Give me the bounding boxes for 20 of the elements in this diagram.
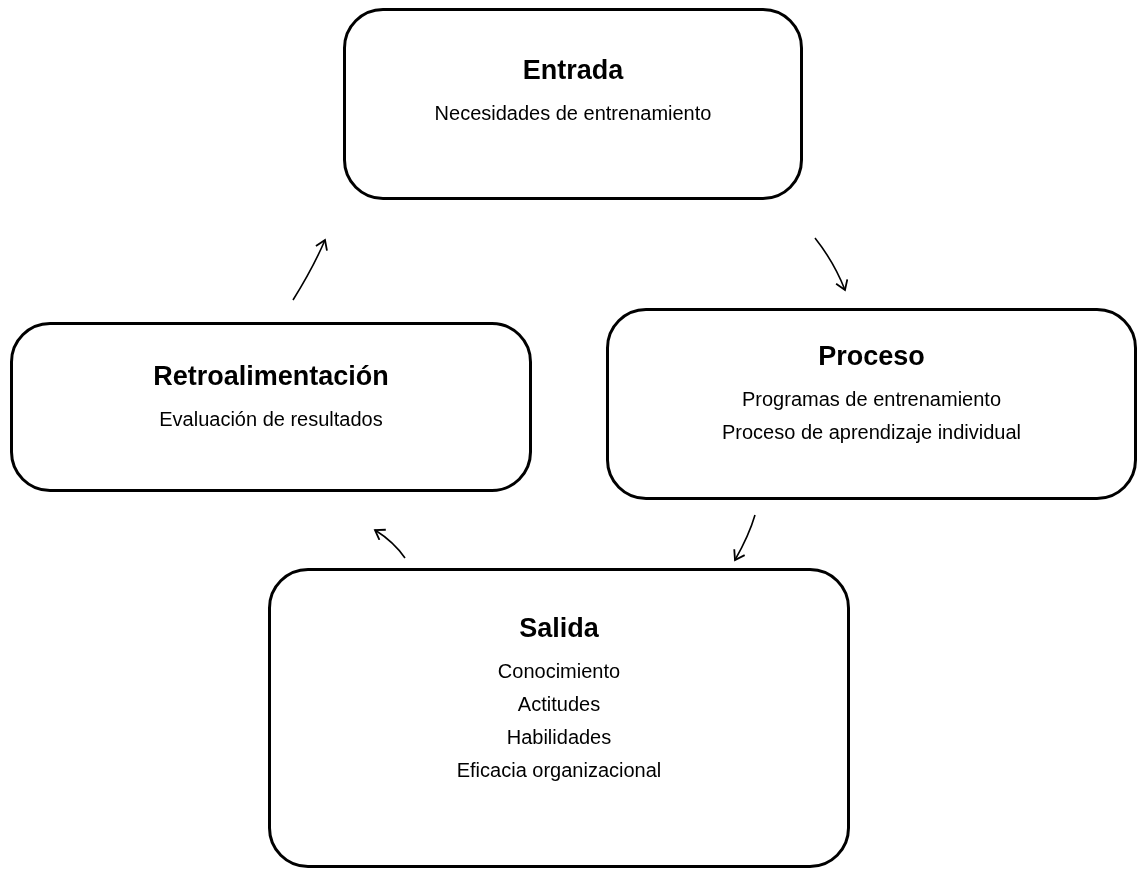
process-box (343, 8, 803, 200)
box-text: Conocimiento (497, 659, 621, 684)
process-box (268, 568, 850, 868)
box-text: Habilidades (506, 725, 612, 750)
box-title: Retroalimentación (153, 360, 389, 393)
arrow (374, 529, 406, 559)
arrow (814, 237, 849, 291)
box-text: Evaluación de resultados (159, 407, 383, 432)
box-title: Proceso (818, 340, 925, 373)
box-text: Necesidades de entrenamiento (434, 101, 712, 126)
box-title: Salida (519, 612, 599, 645)
arrow (733, 514, 756, 561)
arrow (292, 239, 328, 301)
process-box (10, 322, 532, 492)
box-text: Eficacia organizacional (456, 758, 662, 783)
box-title: Entrada (522, 54, 624, 87)
process-box (606, 308, 1137, 500)
box-text: Proceso de aprendizaje individual (721, 420, 1022, 445)
box-text: Programas de entrenamiento (741, 387, 1001, 412)
box-text: Actitudes (517, 692, 601, 717)
